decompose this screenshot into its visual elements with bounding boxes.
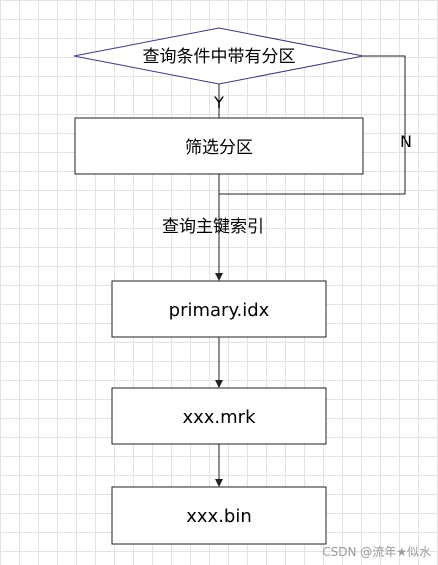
filter-partition-box xyxy=(74,117,364,175)
no-connector xyxy=(219,55,406,195)
lookup-label: 查询主键索引 xyxy=(162,217,264,237)
no-label: N xyxy=(400,132,412,151)
csdn-watermark: CSDN @流年★似水 xyxy=(322,545,431,559)
mrk-file-label: xxx.mrk xyxy=(182,407,256,428)
decision-label: 查询条件中带有分区 xyxy=(143,47,296,67)
bin-file-label: xxx.bin xyxy=(186,506,252,527)
yes-label: Y xyxy=(213,93,224,112)
filter-partition-label: 筛选分区 xyxy=(185,138,253,158)
bin-file-box xyxy=(111,486,327,545)
mrk-file-box xyxy=(111,387,327,445)
primary-idx-label: primary.idx xyxy=(169,300,270,321)
